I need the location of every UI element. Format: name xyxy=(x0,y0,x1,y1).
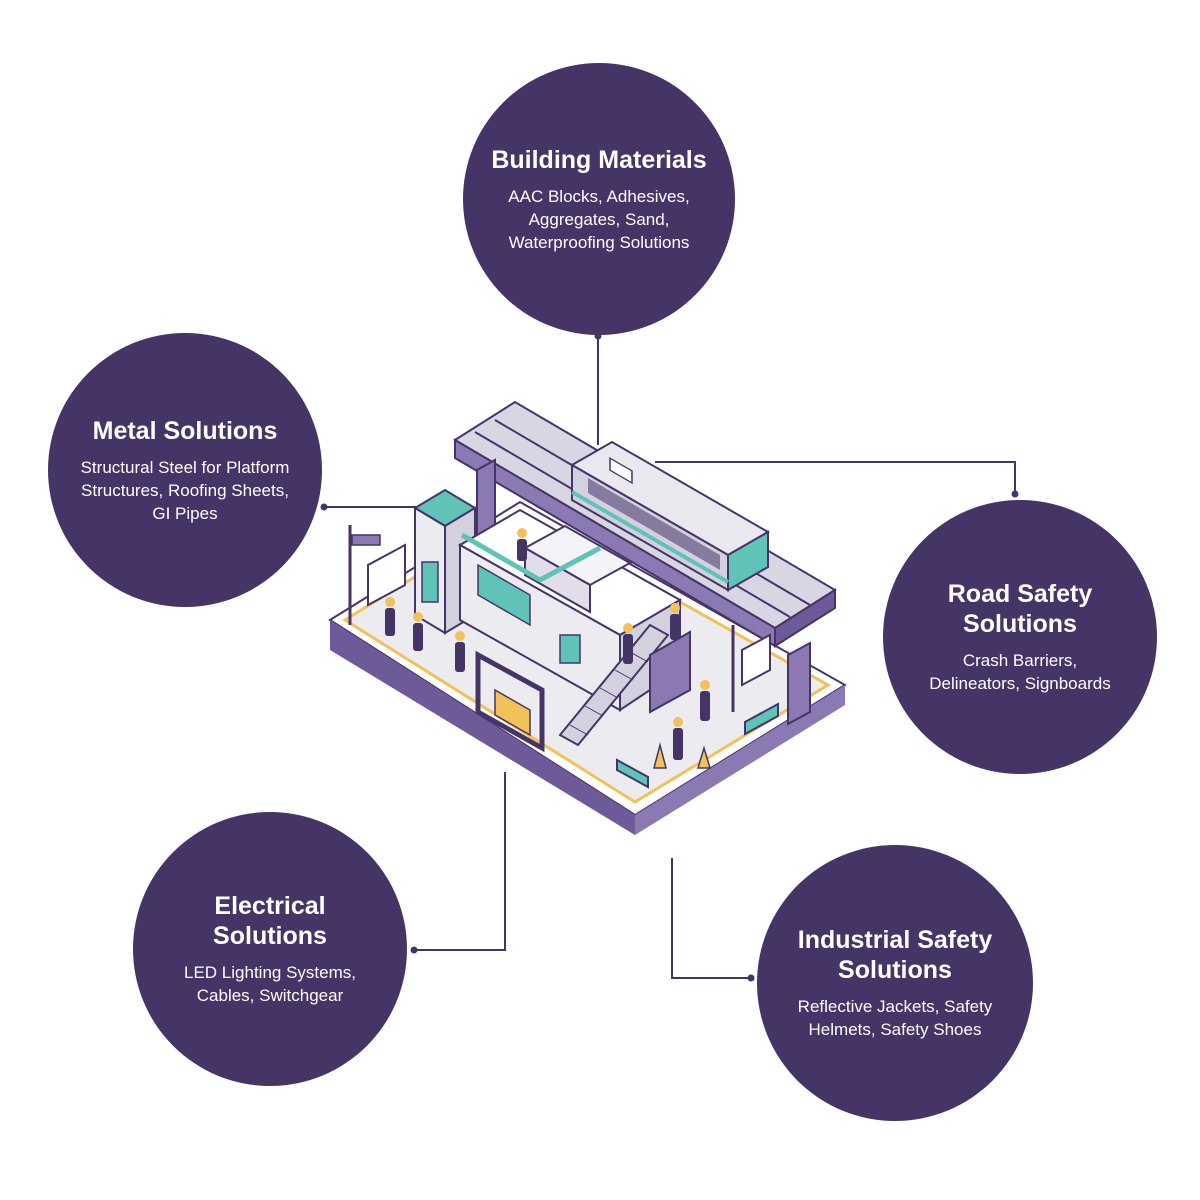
industrial-safety-title: Industrial Safety Solutions xyxy=(797,926,993,984)
industrial-safety-node: Industrial Safety Solutions Reflective J… xyxy=(757,845,1033,1121)
connector-road xyxy=(655,461,1016,493)
worker-8 xyxy=(673,717,683,760)
worker-2 xyxy=(413,612,423,651)
metal-solutions-title: Metal Solutions xyxy=(92,416,278,445)
traffic-cones xyxy=(653,742,712,769)
workers xyxy=(385,528,710,760)
metal-solutions-node: Metal Solutions Structural Steel for Pla… xyxy=(48,333,322,607)
connector-electrical xyxy=(413,772,506,951)
road-safety-description: Crash Barriers, Delineators, Signboards xyxy=(929,651,1111,693)
worker-1 xyxy=(385,597,395,636)
connector-dot-road xyxy=(1011,490,1019,498)
electrical-solutions-node: Electrical Solutions LED Lighting System… xyxy=(133,812,407,1086)
worker-6 xyxy=(670,603,680,640)
connector-dot-electrical xyxy=(410,946,418,954)
building-materials-description: AAC Blocks, Adhesives, Aggregates, Sand,… xyxy=(508,186,690,252)
gate xyxy=(475,650,545,753)
connector-industrial xyxy=(671,858,750,979)
electrical-solutions-description: LED Lighting Systems, Cables, Switchgear xyxy=(184,963,356,1005)
connector-dot-industrial xyxy=(747,974,755,982)
industrial-safety-description: Reflective Jackets, Safety Helmets, Safe… xyxy=(797,997,993,1039)
station-building xyxy=(413,488,683,712)
worker-7 xyxy=(700,680,710,721)
worker-5 xyxy=(623,623,633,664)
building-materials-node: Building Materials AAC Blocks, Adhesives… xyxy=(463,63,735,335)
electrical-solutions-title: Electrical Solutions xyxy=(213,892,327,950)
sign-boards xyxy=(348,525,779,789)
train xyxy=(569,440,771,592)
metal-solutions-description: Structural Steel for Platform Structures… xyxy=(80,457,290,523)
connector-dot-metal xyxy=(320,503,328,511)
road-safety-node: Road Safety Solutions Crash Barriers, De… xyxy=(883,500,1157,774)
worker-4 xyxy=(517,528,527,561)
stairs xyxy=(558,623,691,747)
building-materials-title: Building Materials xyxy=(491,145,707,174)
road-safety-title: Road Safety Solutions xyxy=(947,580,1093,638)
worker-3 xyxy=(455,631,465,672)
